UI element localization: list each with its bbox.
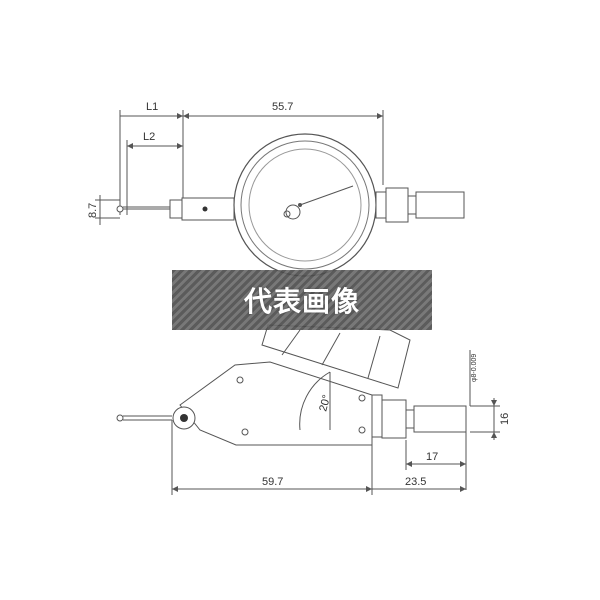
dim-stem-diameter: 16: [499, 413, 511, 425]
dim-angle: 20°: [317, 394, 333, 413]
banner-label: 代表画像: [243, 285, 360, 318]
side-view: [116, 324, 500, 495]
dim-l2: L2: [143, 131, 155, 143]
dim-stem-length: 17: [426, 451, 438, 463]
dim-body-length: 59.7: [262, 476, 283, 488]
dim-top-length: 55.7: [272, 101, 293, 113]
dim-stem-total: 23.5: [405, 476, 426, 488]
dim-tolerance: φ8-0.009: [471, 354, 478, 382]
dim-l1: L1: [146, 101, 158, 113]
representative-image-banner: 代表画像: [172, 270, 432, 330]
dim-height: 8.7: [87, 203, 99, 218]
top-view: [95, 110, 465, 277]
